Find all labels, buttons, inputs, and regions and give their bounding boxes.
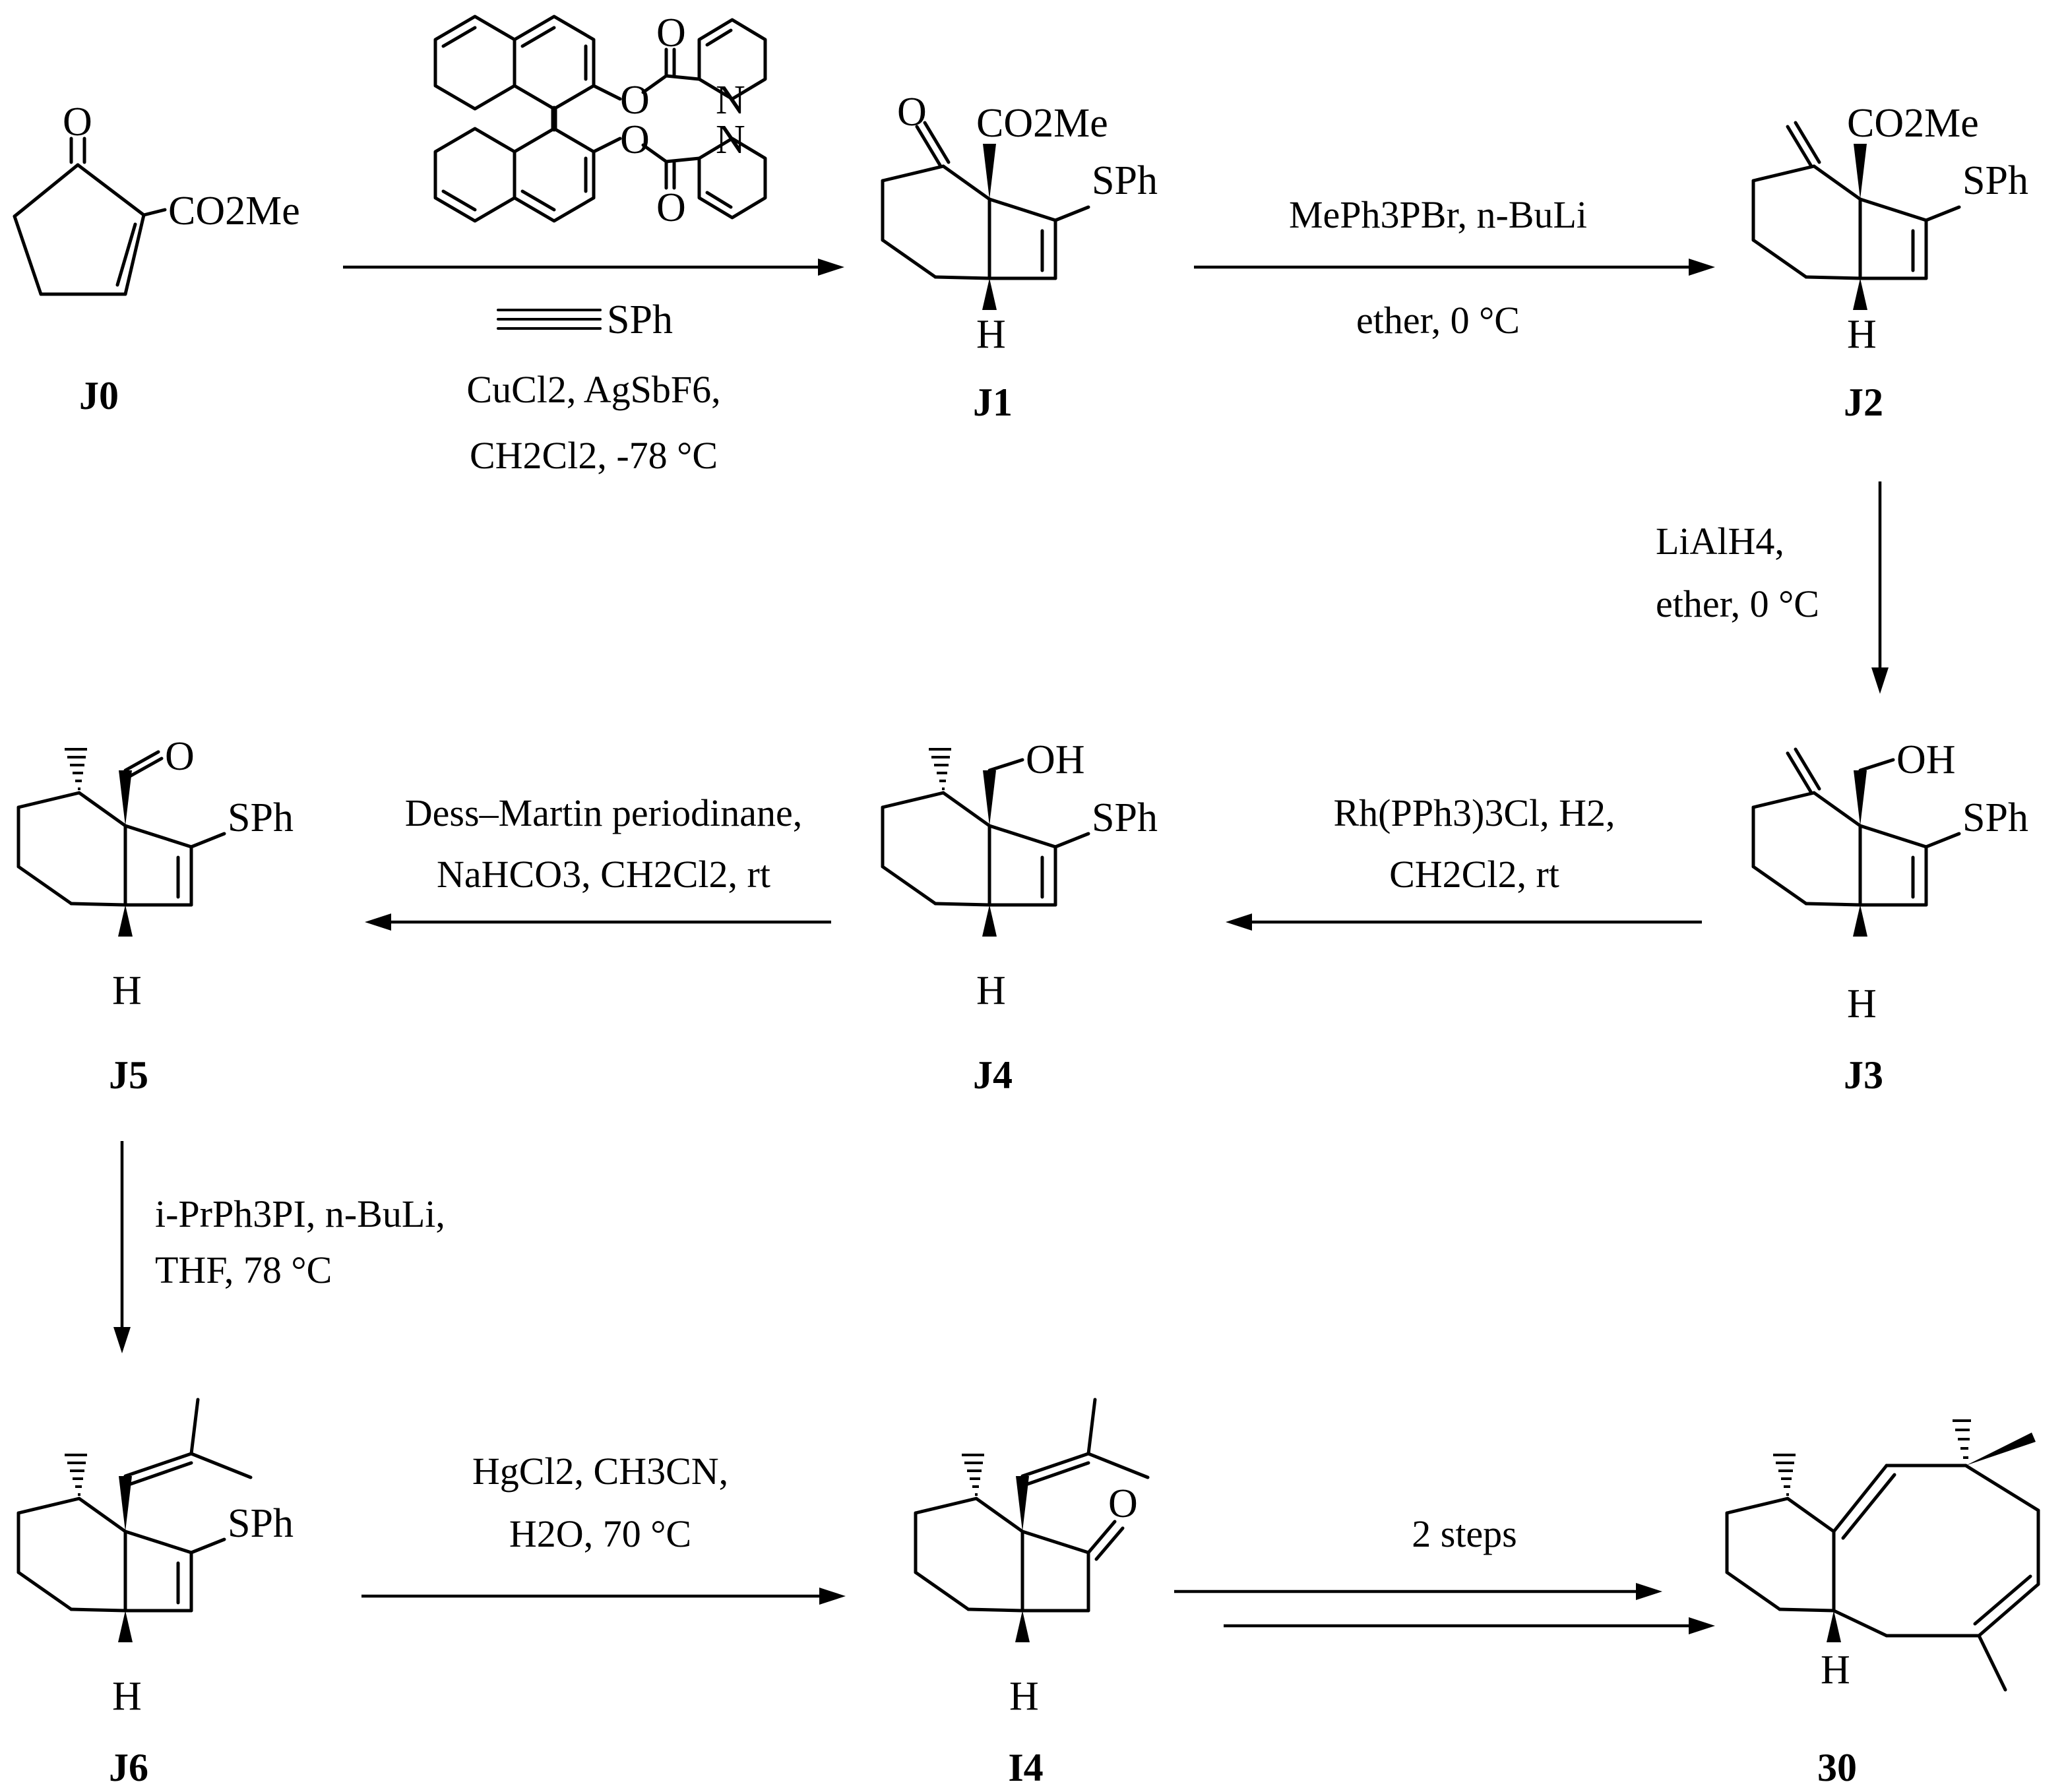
j6-sph: SPh: [228, 1501, 294, 1546]
j1-sph: SPh: [1092, 158, 1158, 203]
catalyst-nitrogen-2: N: [716, 117, 745, 162]
step5-arrow: [365, 913, 831, 931]
i4-oxygen: O: [1108, 1481, 1138, 1526]
j0-oxygen: O: [63, 100, 92, 144]
j5-label: J5: [109, 1053, 148, 1097]
catalyst-ester-oxygen-2: O: [620, 117, 650, 162]
catalyst-nitrogen-1: N: [716, 78, 745, 123]
j0-label: J0: [79, 374, 119, 417]
step8-arrow: [1174, 1583, 1715, 1634]
j0-ester-label: CO2Me: [168, 189, 300, 233]
step6-arrow: [113, 1141, 131, 1353]
j5-oxygen: O: [165, 734, 195, 779]
step5-conditions-line1: Dess–Martin periodinane,: [405, 791, 802, 834]
compound-j2: CO2Me SPh H: [1753, 101, 2028, 357]
i4-label: I4: [1008, 1746, 1043, 1789]
p30-hydrogen: H: [1821, 1648, 1850, 1692]
step4-conditions-line1: Rh(PPh3)3Cl, H2,: [1333, 791, 1615, 834]
step8-conditions: 2 steps: [1412, 1512, 1517, 1555]
step3-conditions-line1: LiAlH4,: [1656, 520, 1784, 563]
j4-hydrogen: H: [976, 968, 1006, 1013]
step4-arrow: [1226, 913, 1702, 931]
i4-hydrogen: H: [1009, 1674, 1039, 1719]
compound-j6: SPh H: [18, 1398, 294, 1719]
j3-sph: SPh: [1962, 795, 2028, 840]
j2-ester: CO2Me: [1847, 101, 1979, 146]
j4-label: J4: [973, 1053, 1013, 1097]
j3-hydrogen: H: [1847, 981, 1877, 1026]
step1-conditions-line1: CuCl2, AgSbF6,: [466, 368, 720, 411]
step7-conditions-line1: HgCl2, CH3CN,: [472, 1450, 728, 1493]
step1-arrow: [343, 259, 844, 276]
catalyst-carbonyl-oxygen-2: O: [656, 185, 686, 230]
alkyne-sph: SPh: [607, 297, 673, 342]
step7-conditions-line2: H2O, 70 °C: [509, 1512, 691, 1555]
j1-oxygen: O: [897, 90, 927, 135]
j1-ester: CO2Me: [976, 101, 1108, 146]
j5-sph: SPh: [228, 795, 294, 840]
step2-arrow: [1194, 259, 1715, 276]
step1-conditions-line2: CH2Cl2, -78 °C: [470, 434, 718, 477]
compound-j5: O SPh H: [18, 734, 294, 1013]
compound-i4: O H: [914, 1398, 1150, 1719]
p30-label: 30: [1817, 1746, 1857, 1789]
step5-conditions-line2: NaHCO3, CH2Cl2, rt: [437, 853, 770, 896]
j3-hydroxyl: OH: [1896, 737, 1956, 782]
compound-j3: OH SPh H: [1753, 737, 2028, 1026]
alkyne-reagent: SPh: [497, 297, 673, 342]
step3-conditions-line2: ether, 0 °C: [1656, 582, 1819, 625]
catalyst-carbonyl-oxygen-1: O: [656, 11, 686, 55]
step4-conditions-line2: CH2Cl2, rt: [1389, 853, 1559, 896]
step7-arrow: [361, 1588, 846, 1605]
step2-conditions-line1: MePh3PBr, n-BuLi: [1289, 193, 1587, 236]
j2-sph: SPh: [1962, 158, 2028, 203]
step6-conditions-line2: THF, 78 °C: [155, 1249, 332, 1291]
j6-label: J6: [109, 1746, 148, 1789]
j2-hydrogen: H: [1847, 312, 1877, 357]
j1-label: J1: [973, 381, 1013, 424]
compound-j0: O CO2Me J0: [13, 100, 300, 417]
j6-hydrogen: H: [112, 1674, 142, 1719]
catalyst-ester-oxygen-1: O: [620, 78, 650, 123]
step3-arrow: [1871, 481, 1889, 694]
step6-conditions-line1: i-PrPh3PI, n-BuLi,: [155, 1192, 445, 1235]
compound-30: H: [1725, 1419, 2040, 1692]
compound-j4: OH SPh H: [883, 737, 1158, 1013]
j4-hydroxyl: OH: [1026, 737, 1085, 782]
j1-hydrogen: H: [976, 312, 1006, 357]
j2-label: J2: [1844, 381, 1883, 424]
j3-label: J3: [1844, 1053, 1883, 1097]
step2-conditions-line2: ether, 0 °C: [1356, 299, 1520, 342]
binol-picolinate-catalyst: O O O O N N: [433, 11, 767, 230]
j5-hydrogen: H: [112, 968, 142, 1013]
j4-sph: SPh: [1092, 795, 1158, 840]
compound-j1: O CO2Me SPh H: [883, 90, 1158, 357]
